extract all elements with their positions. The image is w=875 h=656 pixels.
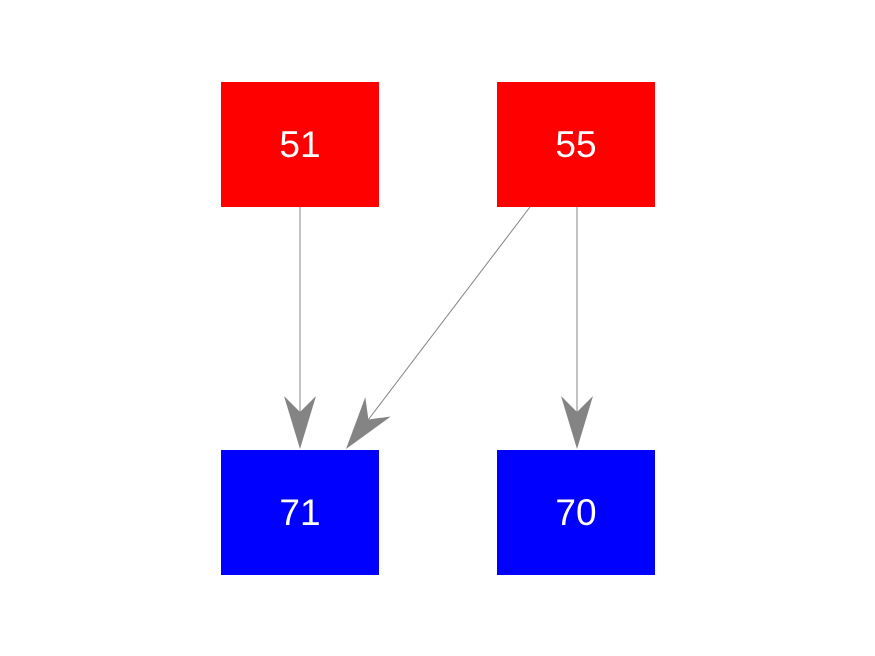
edge-line-55-71 (368, 206, 531, 420)
graph-node-51[interactable]: 51 (221, 82, 379, 207)
edge-arrowhead-55-70 (561, 396, 593, 449)
node-label: 71 (279, 492, 321, 533)
graph-node-71[interactable]: 71 (221, 450, 379, 575)
graph-node-55[interactable]: 55 (497, 82, 655, 207)
node-label: 70 (555, 492, 597, 533)
graph-node-70[interactable]: 70 (497, 450, 655, 575)
node-label: 55 (555, 124, 597, 165)
edge-arrowhead-55-71 (346, 397, 391, 449)
edge-arrowhead-51-71 (284, 396, 316, 449)
node-label: 51 (279, 124, 321, 165)
